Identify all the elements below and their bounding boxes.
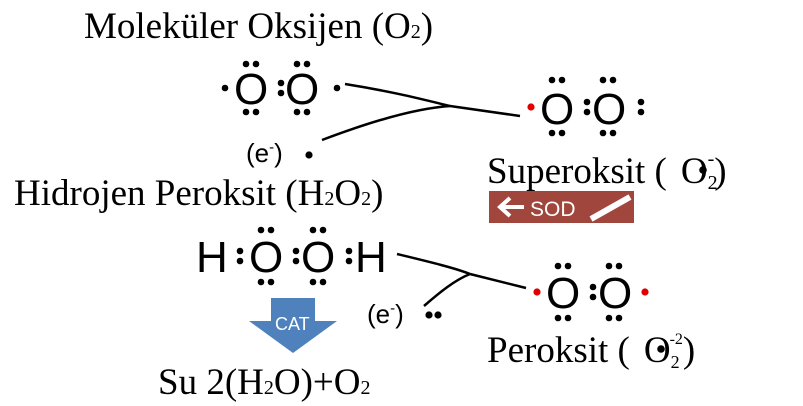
superoxide-radical-dot — [699, 166, 707, 174]
hydrogen-peroxide-title: Hidrojen Peroksit (H2O2) — [14, 173, 383, 214]
peroxide-lewis-structure: O O — [533, 262, 649, 322]
electron-dot-2a — [425, 311, 433, 319]
o2-unpaired-electron-right — [333, 84, 341, 92]
peroxide-electron-right — [641, 288, 649, 296]
o2-lewis-structure: O O — [221, 60, 341, 116]
svg-text:H: H — [355, 233, 387, 282]
svg-text:O: O — [546, 269, 580, 318]
superoxide-unpaired-electron — [527, 103, 535, 111]
sod-label: SOD — [530, 198, 576, 221]
cat-label: CAT — [275, 314, 310, 334]
peroxide-electron-left — [533, 288, 541, 296]
superoxide-lewis-structure: O O — [527, 76, 645, 137]
svg-text:H: H — [196, 233, 228, 282]
svg-text:O: O — [249, 233, 283, 282]
superoxide-label: Superoksit (O2-) — [487, 148, 727, 194]
peroxide-radical-dot — [657, 345, 665, 353]
reaction-lines-lower — [396, 252, 527, 307]
o2-atom-left: O — [234, 65, 268, 114]
electron-label-2: (e-) — [367, 299, 404, 329]
electron-dot-1 — [305, 151, 313, 159]
peroxide-label: Peroksit (O2-2) — [487, 330, 695, 372]
electron-label-1: (e-) — [246, 138, 283, 168]
svg-text:O: O — [598, 269, 632, 318]
water-product-label: Su 2(H2O)+O2 — [158, 362, 371, 403]
o2-atom-right: O — [285, 65, 319, 114]
svg-text:O: O — [301, 233, 335, 282]
sod-enzyme-arrow: SOD — [489, 191, 634, 223]
reaction-lines-upper — [321, 82, 521, 142]
svg-text:O: O — [540, 85, 574, 134]
h2o2-lewis-structure: H O O H — [196, 226, 387, 286]
o2-unpaired-electron-left — [221, 84, 229, 92]
cat-enzyme-arrow: CAT — [249, 298, 337, 353]
molecular-oxygen-title: Moleküler Oksijen (O2) — [84, 6, 433, 47]
electron-dot-2b — [434, 311, 442, 319]
svg-text:O: O — [592, 85, 626, 134]
